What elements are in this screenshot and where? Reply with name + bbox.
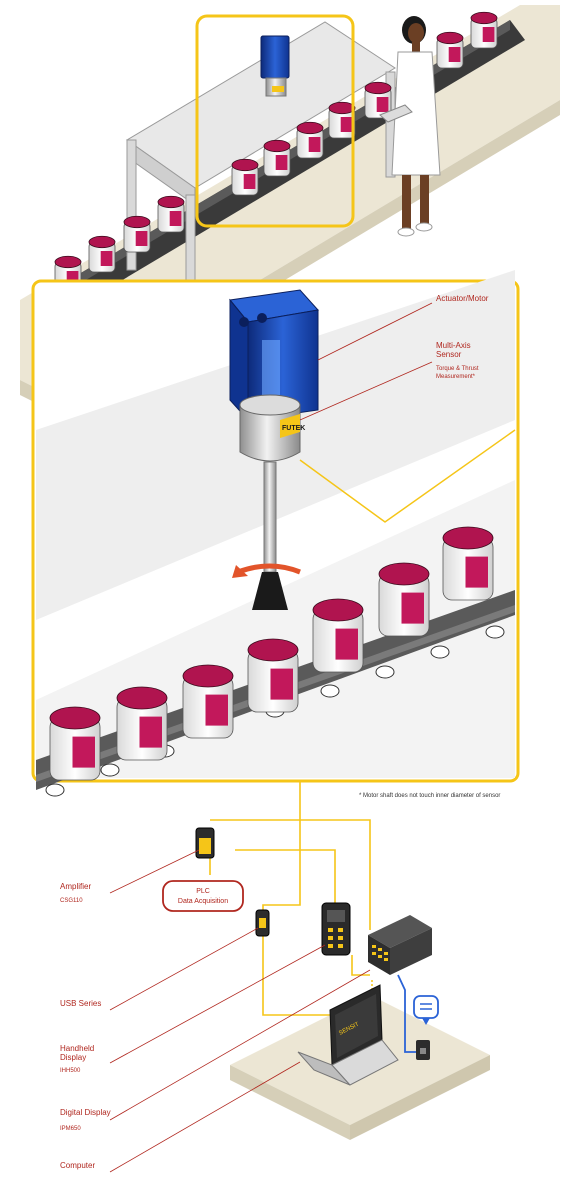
label-usb-series: USB Series (60, 999, 101, 1008)
device-callout-lines (109, 849, 371, 1173)
conveyor-roller (45, 783, 65, 797)
top-jar (470, 11, 498, 49)
detail-jar (247, 638, 299, 713)
zoom-detail-panel: FUTEK Actuator/Motor Multi-Axis Sensor T… (31, 270, 520, 797)
label-handheld-model: IHH500 (60, 1068, 81, 1074)
label-computer: Computer (60, 1161, 95, 1170)
handheld-display-device (321, 902, 351, 956)
operator-figure (379, 16, 441, 237)
top-jar (88, 235, 116, 273)
plc-label-line1: PLC (196, 888, 210, 895)
callout-lines (299, 302, 433, 421)
small-sensor-device (416, 1040, 430, 1060)
top-jar (263, 139, 291, 177)
top-jar (231, 158, 259, 196)
detail-jar (49, 706, 101, 781)
label-sensor-line1: Multi-Axis (436, 341, 471, 350)
top-jar (364, 81, 392, 119)
digital-display-device (368, 915, 432, 975)
usb-device (255, 909, 270, 937)
conveyor-roller (100, 763, 120, 777)
plc-label-line2: Data Acquisition (178, 898, 228, 905)
bottom-scene: PLC Data Acquisition (60, 782, 490, 1173)
data-message-icon (413, 995, 439, 1025)
label-torque-line2: Measurement* (436, 374, 476, 380)
yellow-callout (299, 429, 516, 523)
label-handheld-line2: Display (60, 1053, 86, 1062)
sensor-brand-text: FUTEK (282, 425, 305, 432)
detail-jar (182, 664, 234, 739)
laptop-computer: SENSIT (297, 984, 399, 1086)
label-digital-display: Digital Display (60, 1108, 111, 1117)
conveyor-roller (375, 665, 395, 679)
conveyor-roller (485, 625, 505, 639)
label-sensor-line2: Sensor (436, 350, 462, 359)
zoom-highlight-box (195, 14, 355, 228)
top-jar (436, 31, 464, 69)
conveyor-roller (430, 645, 450, 659)
top-jar (328, 101, 356, 139)
top-motor (260, 35, 290, 97)
top-jar (123, 215, 151, 253)
detail-jar (116, 686, 168, 761)
detail-jar (378, 562, 430, 637)
detail-jar (312, 598, 364, 673)
plc-data-acquisition: PLC Data Acquisition (162, 880, 244, 912)
label-amplifier-model: CSG110 (60, 898, 83, 904)
detail-jar (442, 526, 494, 601)
label-amplifier: Amplifier (60, 882, 91, 891)
top-jar (157, 195, 185, 233)
label-torque-line1: Torque & Thrust (436, 366, 479, 372)
drive-shaft (252, 461, 288, 610)
actuator-motor (229, 289, 319, 422)
label-digital-display-model: IPM650 (60, 1126, 81, 1132)
multi-axis-sensor: FUTEK (239, 394, 305, 462)
label-actuator-motor: Actuator/Motor (436, 294, 489, 303)
top-jar (296, 121, 324, 159)
amplifier-device (195, 827, 215, 859)
footnote-text: * Motor shaft does not touch inner diame… (359, 793, 500, 799)
label-handheld-line1: Handheld (60, 1044, 94, 1053)
torque-arrow-icon (232, 563, 301, 578)
signal-cables (209, 782, 371, 1016)
conveyor-roller (320, 684, 340, 698)
detail-jars (49, 526, 494, 781)
